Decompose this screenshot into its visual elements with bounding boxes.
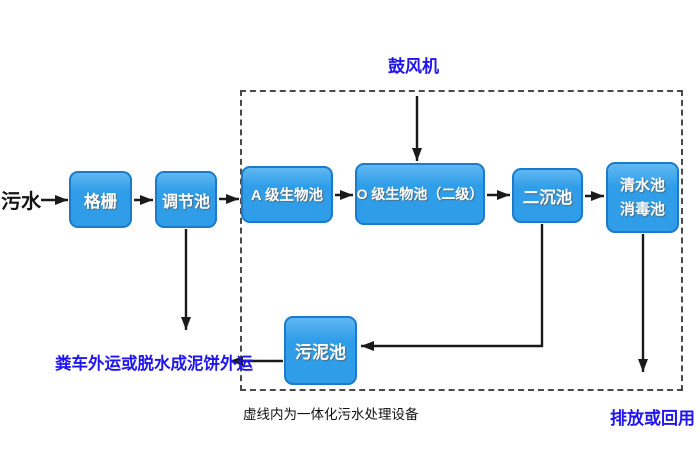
node-sludge-tank: 污泥池	[284, 316, 357, 385]
sludge-disposal-label: 粪车外运或脱水成泥饼外运	[55, 355, 253, 373]
node-clear-water-tank-label-line2: 消毒池	[619, 200, 665, 218]
node-o-bio-tank-label: O 级生物池（二级）	[356, 186, 484, 202]
node-grille-label: 格栅	[84, 192, 117, 211]
blower-label: 鼓风机	[388, 57, 439, 76]
discharge-label: 排放或回用	[610, 409, 695, 428]
node-clear-water-tank-label-line1: 清水池	[619, 177, 665, 195]
integrated-equipment-boundary	[240, 90, 683, 391]
node-clear-water-tank: 清水池 消毒池	[606, 162, 679, 233]
node-secondary-sedimentation-tank: 二沉池	[512, 168, 583, 223]
arrow-sedimentation-to-sludge-tank	[361, 224, 544, 351]
node-grille: 格栅	[69, 171, 132, 228]
node-o-bio-tank: O 级生物池（二级）	[355, 163, 485, 225]
node-sludge-tank-label: 污泥池	[295, 343, 346, 362]
node-secondary-sedimentation-tank-label: 二沉池	[522, 188, 573, 207]
boundary-caption: 虚线内为一体化污水处理设备	[243, 407, 419, 422]
node-regulating-tank-label: 调节池	[161, 193, 210, 211]
sewage-source-label: 污水	[1, 191, 41, 213]
node-regulating-tank: 调节池	[155, 171, 217, 228]
node-a-bio-tank: A 级生物池	[241, 166, 333, 223]
node-a-bio-tank-label: A 级生物池	[251, 188, 323, 204]
